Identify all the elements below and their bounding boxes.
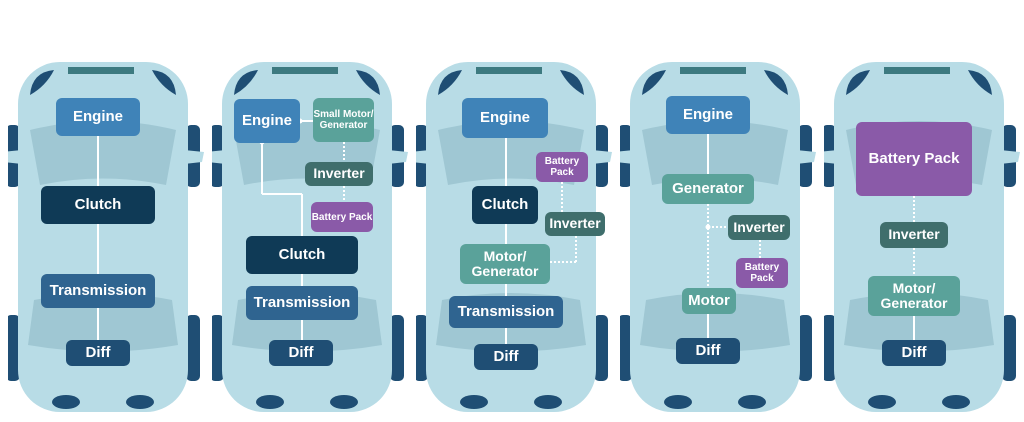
battery-pack-box: Battery Pack — [311, 202, 373, 232]
engine-box: Engine — [666, 96, 750, 134]
engine-box: Engine — [234, 99, 300, 143]
car-parallel-hybrid: Engine Battery Pack Clutch Inverter Moto… — [416, 0, 616, 422]
car-mild-hybrid: Engine Small Motor/ Generator Inverter B… — [212, 0, 412, 422]
motor-box: Motor — [682, 288, 736, 314]
engine-box: Engine — [462, 98, 548, 138]
engine-box: Engine — [56, 98, 140, 136]
small-motor-generator-box: Small Motor/ Generator — [313, 98, 374, 142]
motor-generator-box: Motor/ Generator — [460, 244, 550, 284]
diff-box: Diff — [882, 340, 946, 366]
clutch-box: Clutch — [41, 186, 155, 224]
transmission-box: Transmission — [449, 296, 563, 328]
motor-generator-box: Motor/ Generator — [868, 276, 960, 316]
transmission-box: Transmission — [246, 286, 358, 320]
battery-pack-box: Battery Pack — [536, 152, 588, 182]
car-battery-electric: Battery Pack Inverter Motor/ Generator D… — [824, 0, 1024, 422]
battery-pack-box: Battery Pack — [736, 258, 788, 288]
inverter-box: Inverter — [728, 215, 790, 240]
diff-box: Diff — [676, 338, 740, 364]
inverter-box: Inverter — [545, 212, 605, 236]
car-series-hybrid: Engine Generator Inverter Battery Pack M… — [620, 0, 820, 422]
car-conventional: Engine Clutch Transmission Diff — [8, 0, 208, 422]
clutch-box: Clutch — [246, 236, 358, 274]
diff-box: Diff — [66, 340, 130, 366]
battery-pack-box: Battery Pack — [856, 122, 972, 196]
diff-box: Diff — [269, 340, 333, 366]
inverter-box: Inverter — [880, 222, 948, 248]
transmission-box: Transmission — [41, 274, 155, 308]
clutch-box: Clutch — [472, 186, 538, 224]
diff-box: Diff — [474, 344, 538, 370]
generator-box: Generator — [662, 174, 754, 204]
inverter-box: Inverter — [305, 162, 373, 186]
